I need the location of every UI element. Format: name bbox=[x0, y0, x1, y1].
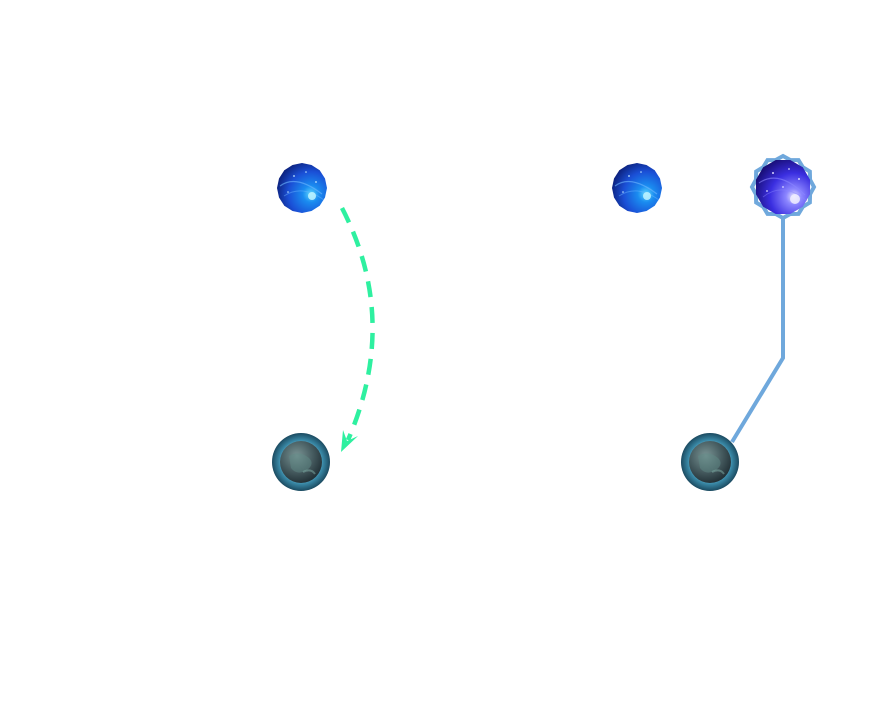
nebula-node-right-a[interactable] bbox=[612, 163, 662, 213]
nebula-icon bbox=[612, 163, 662, 213]
planet-node-left[interactable] bbox=[272, 433, 330, 491]
nebula-node-right-b-selected[interactable] bbox=[749, 153, 817, 221]
move-arrow[interactable] bbox=[340, 206, 375, 452]
nebula-node-left[interactable] bbox=[277, 163, 327, 213]
nebula-icon bbox=[277, 163, 327, 213]
selection-ring bbox=[749, 153, 817, 221]
route-line[interactable] bbox=[730, 216, 785, 444]
planet-node-right[interactable] bbox=[681, 433, 739, 491]
